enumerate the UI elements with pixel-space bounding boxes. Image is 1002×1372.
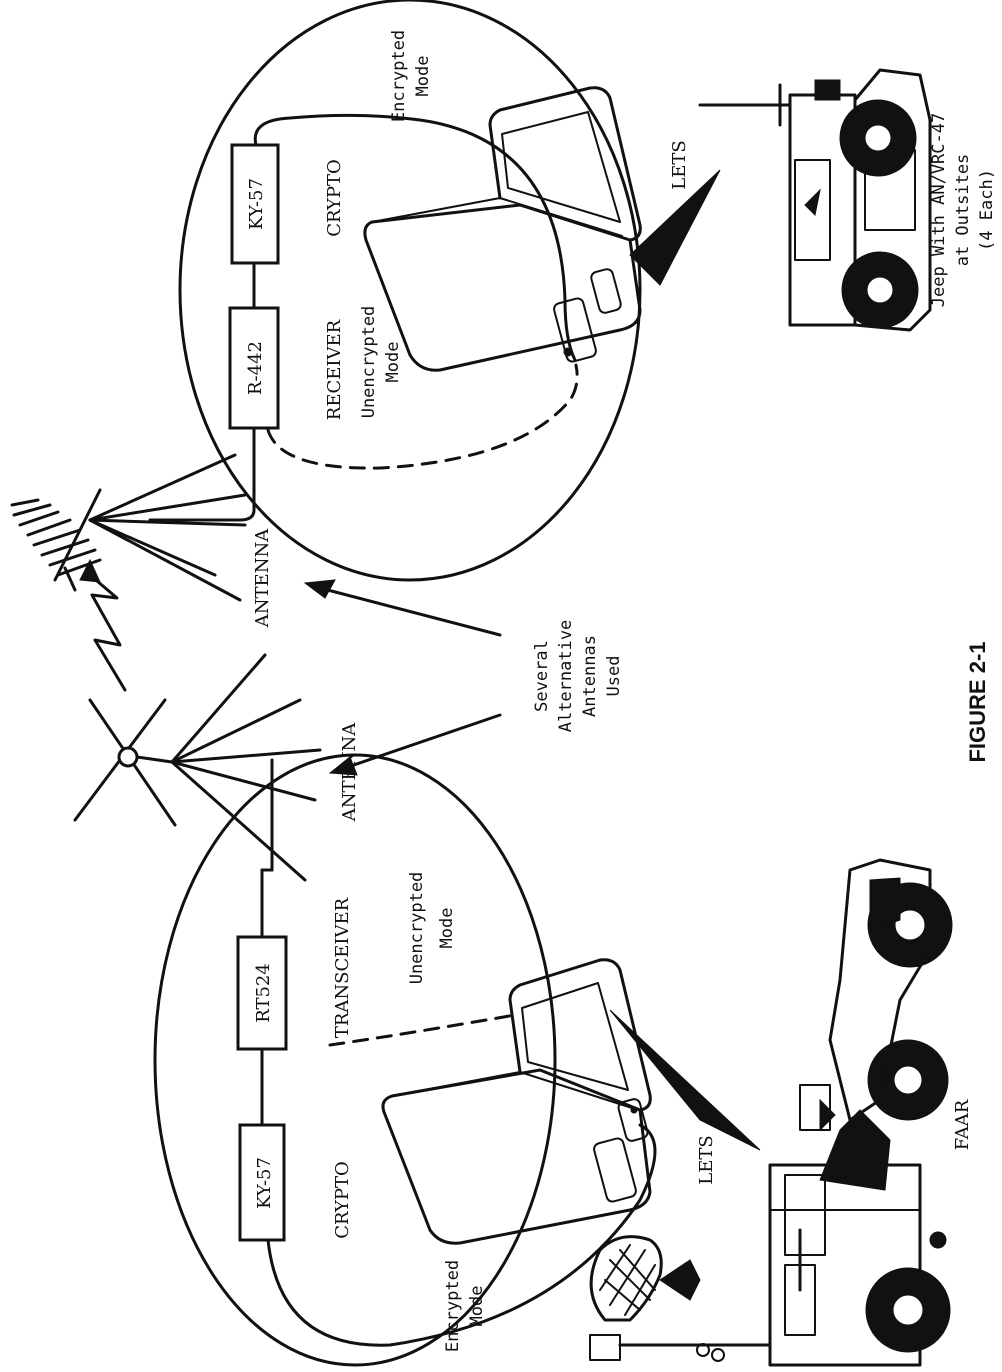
right-callout-pointer	[629, 169, 721, 286]
callout-line-3: Antennas	[580, 635, 600, 717]
left-unencrypted-label-2: Mode	[437, 908, 457, 949]
right-r442-label: R-442	[245, 341, 266, 395]
right-encrypted-label-1: Encrypted	[389, 30, 409, 122]
figure-caption: FIGURE 2-1	[965, 641, 990, 762]
left-crypto-label: CRYPTO	[332, 1161, 353, 1239]
right-encrypted-label-2: Mode	[413, 56, 433, 97]
right-crypto-label: CRYPTO	[324, 159, 345, 237]
left-system-group: KY-57 CRYPTO RT524 TRANSCEIVER Unencrypt…	[73, 653, 973, 1367]
left-encrypted-label-1: Encrypted	[443, 1260, 463, 1352]
left-unencrypted-cable	[328, 1013, 517, 1047]
left-encrypted-label-2: Mode	[467, 1286, 487, 1327]
radio-link-bolt	[79, 558, 127, 692]
jeep-label-3: (4 Each)	[977, 169, 997, 251]
right-receiver-label: RECEIVER	[324, 319, 345, 420]
callout-line-4: Used	[604, 656, 624, 697]
right-encrypted-cable	[253, 113, 577, 362]
jeep-label-2: at Outsites	[953, 154, 973, 267]
right-antenna-label: ANTENNA	[252, 528, 273, 628]
faar-vehicle-icon	[589, 858, 953, 1367]
right-unencrypted-cable	[266, 363, 579, 470]
right-system-group: R-442 RECEIVER KY-57 CRYPTO Unencrypted …	[10, 0, 997, 628]
left-ky57-label: KY-57	[254, 1157, 275, 1209]
jeep-label-1: Jeep With AN/VRC-47	[929, 113, 949, 307]
right-lets-label: LETS	[669, 140, 690, 189]
callout-line-2: Alternative	[556, 620, 576, 733]
faar-label: FAAR	[952, 1099, 973, 1150]
left-ky57-box	[238, 1123, 286, 1242]
left-lets-terminal	[381, 958, 652, 1245]
left-transceiver-label: TRANSCEIVER	[332, 897, 353, 1038]
left-callout-pointer	[609, 1009, 761, 1151]
left-system-circle	[153, 753, 557, 1367]
left-antenna-icon	[73, 653, 322, 882]
left-unencrypted-label-1: Unencrypted	[407, 872, 427, 985]
right-unencrypted-label-2: Mode	[383, 342, 403, 383]
left-encrypted-cable	[266, 1123, 657, 1347]
right-yagi-antenna-icon	[10, 453, 247, 602]
callout-arrow-upper	[318, 586, 502, 637]
right-ky57-label: KY-57	[246, 178, 267, 230]
jeep-vehicle-icon	[698, 68, 932, 332]
left-rt524-label: RT524	[253, 963, 274, 1023]
right-wire-to-antenna	[148, 426, 256, 522]
callout-arrow-lower	[343, 713, 502, 770]
callout-group: Several Alternative Antennas Used	[303, 579, 624, 776]
callout-line-1: Several	[532, 640, 552, 712]
right-system-circle	[178, 0, 642, 582]
left-lets-label: LETS	[696, 1135, 717, 1184]
right-lets-terminal	[363, 86, 642, 372]
right-unencrypted-label-1: Unencrypted	[359, 306, 379, 419]
right-ky57-box	[230, 143, 280, 265]
